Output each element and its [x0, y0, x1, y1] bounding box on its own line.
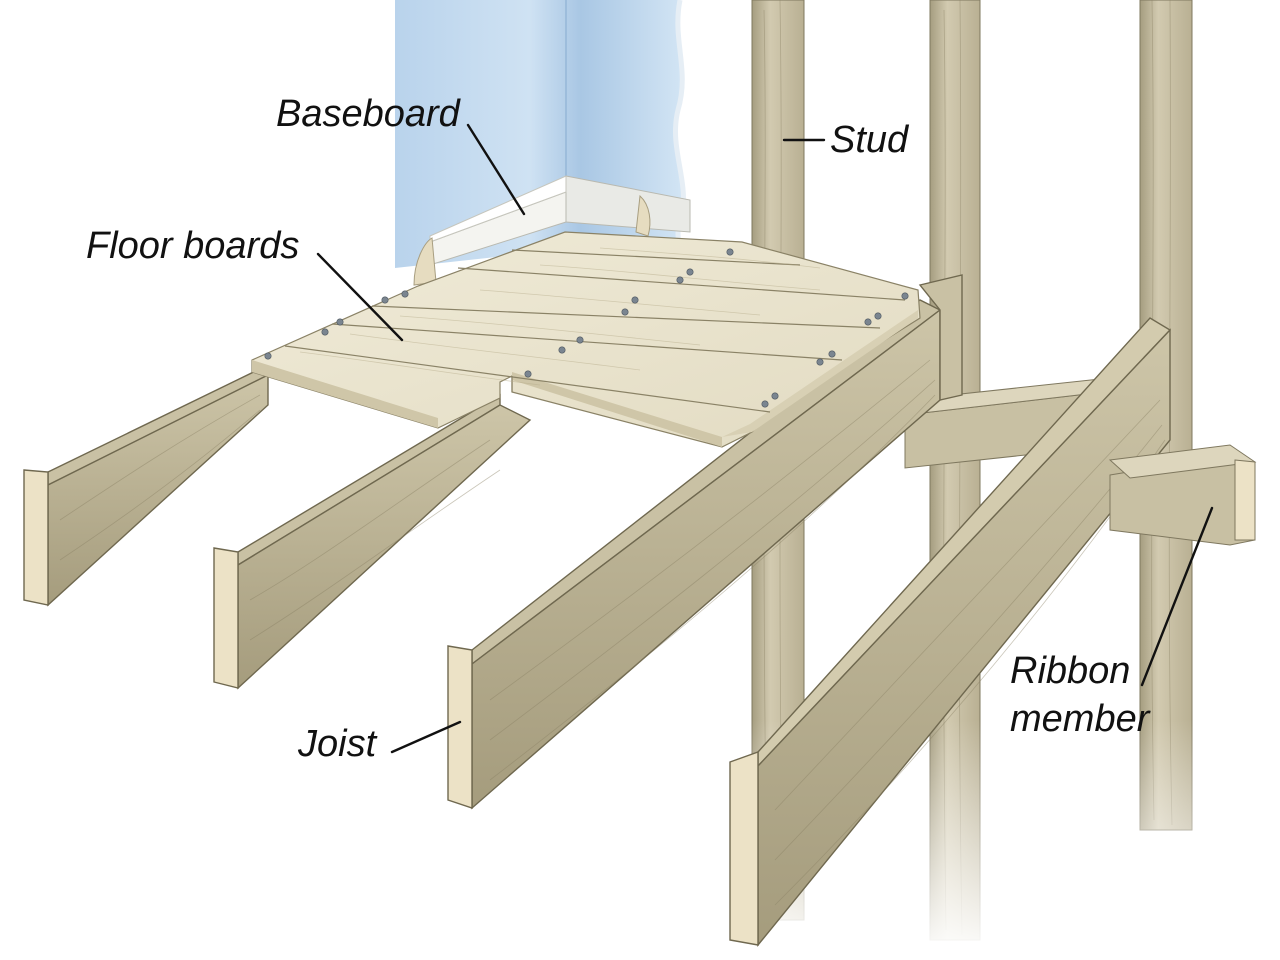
leader-ribbon-member	[1140, 506, 1214, 687]
label-baseboard: Baseboard	[276, 93, 462, 135]
label-floor-boards: Floor boards	[86, 225, 299, 267]
label-ribbon: Ribbon	[1010, 650, 1130, 692]
label-stud: Stud	[830, 119, 910, 161]
leader-joist	[390, 720, 462, 754]
baseboard-right	[565, 175, 691, 233]
ribbon-member	[1108, 444, 1257, 546]
labels: Baseboard Stud Floor boards Joist Ribbon…	[86, 93, 1151, 765]
label-member: member	[1010, 698, 1151, 740]
baseboard-end-left	[413, 237, 437, 286]
joist-4	[729, 317, 1172, 947]
leader-floor-boards	[316, 252, 404, 342]
leader-lines	[316, 123, 1214, 754]
baseboard	[413, 175, 691, 286]
joist-3	[447, 274, 963, 810]
label-joist: Joist	[297, 723, 378, 765]
floor-nails	[264, 248, 909, 408]
floor-boards	[251, 231, 921, 448]
joists	[23, 274, 1172, 947]
floor-surface	[251, 231, 921, 448]
joist-1	[23, 363, 269, 607]
leader-baseboard	[466, 123, 526, 216]
joist-2	[213, 393, 532, 690]
baseboard-end-right	[635, 194, 651, 237]
